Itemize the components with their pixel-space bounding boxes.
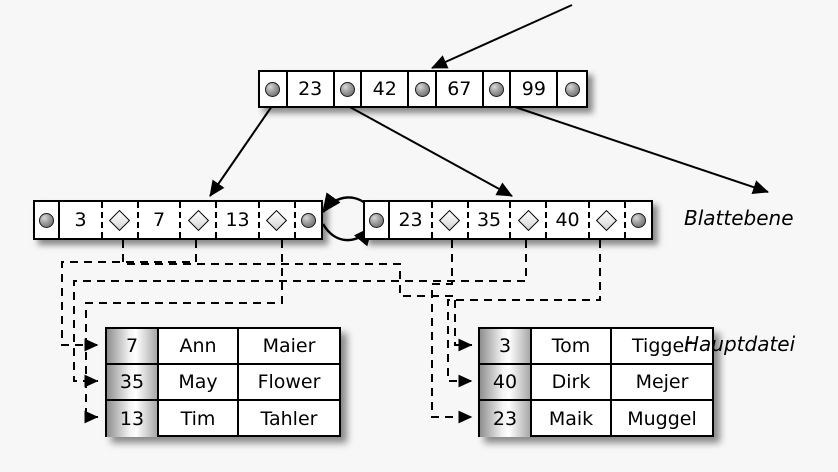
ball-pointer-icon — [265, 81, 281, 97]
leaf-left-record-pointer-1[interactable] — [181, 202, 218, 238]
row-lastname: Tigger — [632, 335, 692, 357]
root-pointer-1[interactable] — [334, 72, 363, 106]
ball-pointer-icon — [564, 81, 580, 97]
row-key: 13 — [107, 401, 159, 437]
table-row[interactable]: 3 Tom Tigger — [480, 329, 712, 365]
row-lastname: Tahler — [260, 408, 318, 430]
root-pointer-4[interactable] — [558, 72, 587, 106]
leaf-left-key-1: 7 — [138, 202, 182, 238]
diamond-pointer-icon — [109, 209, 131, 231]
root-pointer-3[interactable] — [483, 72, 512, 106]
record-link-40 — [447, 240, 601, 388]
diamond-pointer-icon — [517, 209, 539, 231]
root-key-2: 67 — [436, 72, 484, 106]
row-firstname: Dirk — [532, 365, 612, 399]
row-key: 3 — [480, 329, 532, 363]
row-firstname: Ann — [159, 329, 239, 363]
label-blattebene: Blattebene — [684, 206, 794, 230]
leaf-left-record-pointer-2[interactable] — [259, 202, 296, 238]
root-key-1: 42 — [362, 72, 410, 106]
diamond-pointer-icon — [596, 209, 618, 231]
row-lastname: Maier — [262, 335, 316, 357]
leaf-node-left[interactable]: 3 7 13 — [33, 200, 323, 240]
ball-pointer-icon — [339, 81, 355, 97]
ball-pointer-icon — [300, 212, 316, 228]
leaf-left-prev-pointer[interactable] — [35, 202, 61, 238]
row-key: 7 — [107, 329, 159, 363]
ball-pointer-icon — [414, 81, 430, 97]
ball-pointer-icon — [489, 81, 505, 97]
root-to-far-right-arrow — [511, 105, 769, 195]
diamond-pointer-icon — [187, 209, 209, 231]
label-hauptdatei: Hauptdatei — [684, 332, 796, 356]
root-pointer-0[interactable] — [260, 72, 288, 106]
ball-pointer-icon — [630, 212, 646, 228]
row-key: 40 — [480, 365, 532, 399]
root-key-3: 99 — [511, 72, 559, 106]
leaf-right-key-2: 40 — [547, 202, 590, 238]
leaf-right-prev-pointer[interactable] — [365, 202, 391, 238]
record-link-35 — [73, 240, 527, 388]
row-lastname: Flower — [257, 371, 321, 393]
leaf-right-key-1: 35 — [468, 202, 512, 238]
row-firstname: Tom — [532, 329, 612, 363]
leaf-right-record-pointer-0[interactable] — [432, 202, 469, 238]
leaf-right-key-0: 23 — [390, 202, 433, 238]
leaf-left-next-pointer[interactable] — [295, 202, 321, 238]
diamond-pointer-icon — [266, 209, 288, 231]
row-key: 23 — [480, 401, 532, 437]
row-firstname: Maik — [532, 401, 612, 437]
leaf-left-key-0: 3 — [60, 202, 103, 238]
record-link-3 — [122, 240, 473, 352]
leaf-left-record-pointer-0[interactable] — [102, 202, 139, 238]
ball-pointer-icon — [369, 212, 385, 228]
table-row[interactable]: 40 Dirk Mejer — [480, 365, 712, 401]
record-link-7 — [61, 240, 197, 352]
data-table-right[interactable]: 3 Tom Tigger 40 Dirk Mejer 23 Maik Mugge… — [478, 327, 714, 437]
table-row[interactable]: 13 Tim Tahler — [107, 401, 339, 437]
root-to-right-leaf-arrow — [347, 105, 513, 197]
diamond-pointer-icon — [439, 209, 461, 231]
root-node[interactable]: 23 42 67 99 — [258, 70, 588, 108]
root-pointer-2[interactable] — [409, 72, 437, 106]
table-row[interactable]: 35 May Flower — [107, 365, 339, 401]
root-to-left-leaf-arrow — [209, 105, 273, 197]
row-firstname: Tim — [159, 401, 239, 437]
row-firstname: May — [159, 365, 239, 399]
table-row[interactable]: 7 Ann Maier — [107, 329, 339, 365]
row-key: 35 — [107, 365, 159, 399]
incoming-root-arrow — [431, 4, 573, 69]
leaf-right-next-pointer[interactable] — [625, 202, 651, 238]
leaf-left-key-2: 13 — [217, 202, 260, 238]
leaf-node-right[interactable]: 23 35 40 — [363, 200, 653, 240]
leaf-right-record-pointer-1[interactable] — [511, 202, 548, 238]
row-lastname: Muggel — [627, 408, 697, 430]
data-table-left[interactable]: 7 Ann Maier 35 May Flower 13 Tim Tahler — [105, 327, 341, 437]
row-lastname: Mejer — [635, 371, 689, 393]
ball-pointer-icon — [39, 212, 55, 228]
table-row[interactable]: 23 Maik Muggel — [480, 401, 712, 437]
leaf-right-record-pointer-2[interactable] — [589, 202, 626, 238]
record-link-23 — [431, 240, 473, 424]
root-key-0: 23 — [287, 72, 335, 106]
